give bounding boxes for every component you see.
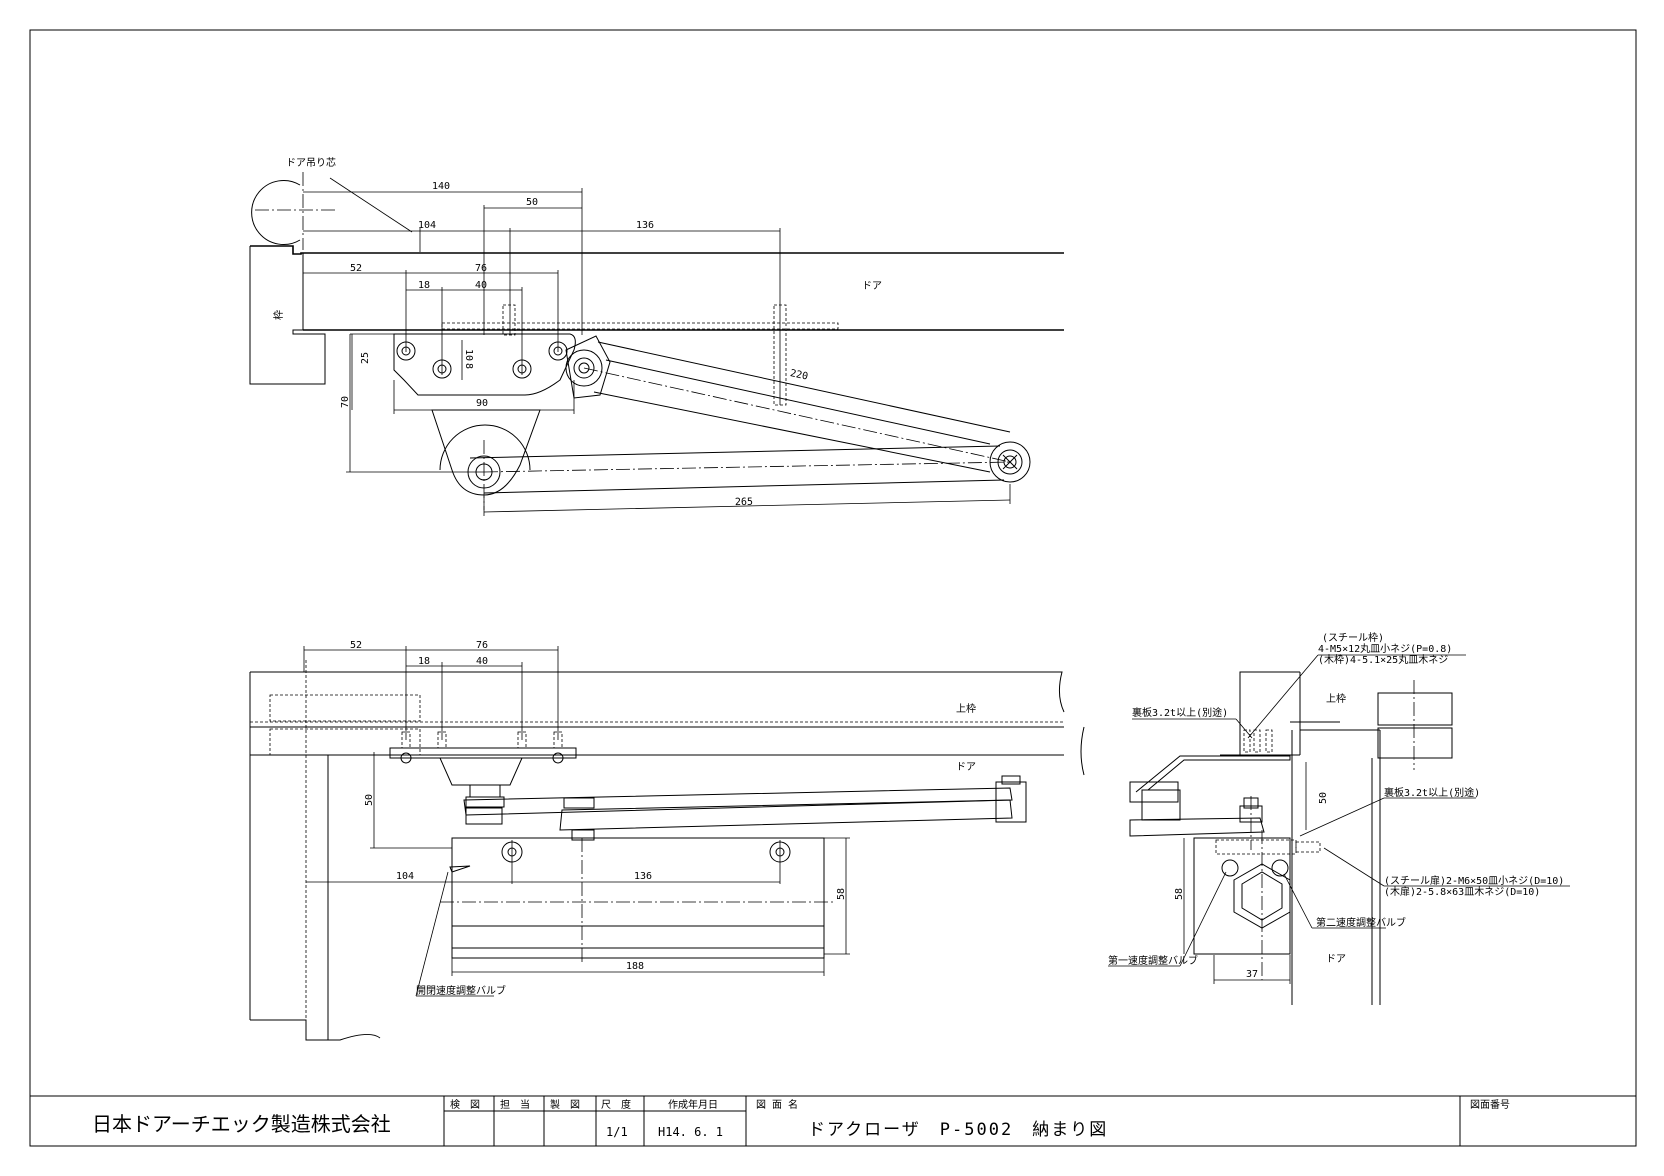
dim-220: 220 [789,368,809,383]
header-date: 作成年月日 [668,1098,718,1111]
front-dim-136: 136 [634,871,652,882]
side-door-label: ドア [1326,954,1346,965]
front-valve-label: 開閉速度調整バルブ [416,984,506,997]
door-label: ドア [862,281,882,292]
side-dim-58: 58 [1174,888,1185,900]
fore-arm [469,445,1001,459]
dim-265: 265 [735,497,753,508]
note-back-plate-2: 裏板3.2t以上(別途) [1384,786,1480,799]
valve-2-label: 第二速度調整バルブ [1316,916,1406,929]
dim-8: 8 [463,363,474,369]
front-dim-104: 104 [396,871,414,882]
top-view: ドア吊り芯 枠 ドア 140 50 104 136 52 76 18 40 [249,156,1064,516]
front-main-arm [463,787,1013,816]
title-block: 日本ドアーチエック製造株式会社 検 図 担 当 製 図 尺 度 作成年月日 図 … [30,1095,1636,1146]
closer-body-front [451,837,825,959]
header-drawing-no: 図面番号 [1470,1099,1510,1111]
frame-outline [249,246,326,385]
dim-140: 140 [432,181,450,192]
door-pivot-label: ドア吊り芯 [286,156,336,169]
front-dim-52: 52 [350,640,362,651]
front-dim-76: 76 [476,640,488,651]
dim-52: 52 [350,263,362,274]
main-arm [597,341,1011,433]
front-fore-arm [559,799,1013,831]
note-back-plate-1: 裏板3.2t以上(別途) [1132,706,1228,719]
header-draw: 製 図 [550,1098,580,1111]
front-view: 上枠 ドア 52 76 18 40 50 [249,640,1085,1041]
closer-body-top [431,409,541,496]
front-bracket [389,747,577,759]
door-pivot-arc [251,180,301,245]
bracket-plate [393,333,576,396]
company-name: 日本ドアーチエック製造株式会社 [92,1112,391,1136]
dim-104: 104 [418,220,436,231]
dim-25: 25 [360,352,371,364]
valve-1-label: 第一速度調整バルブ [1108,954,1198,967]
note-frame-3: (木枠)4-5.1×25丸皿木ネジ [1318,653,1448,666]
side-dim-37: 37 [1246,969,1258,980]
dim-10: 10 [463,349,474,361]
header-check: 検 図 [450,1098,480,1111]
frame-top-edge [250,245,1064,255]
note-door-2: (木扉)2-5.8×63皿木ネジ(D=10) [1384,885,1540,898]
front-dim-50: 50 [364,794,375,806]
header-charge: 担 当 [500,1098,530,1111]
dim-136: 136 [636,220,654,231]
header-scale: 尺 度 [601,1098,631,1111]
dim-40: 40 [475,280,487,291]
scale-value: 1/1 [606,1125,628,1139]
dim-70: 70 [340,396,351,408]
frame-label: 枠 [272,310,285,320]
side-top-frame-label: 上枠 [1326,692,1346,705]
note-door-1: (スチール扉)2-M6×50皿小ネジ(D=10) [1384,874,1564,887]
side-dim-50: 50 [1318,792,1329,804]
dim-50: 50 [526,197,538,208]
dim-76: 76 [475,263,487,274]
front-dim-188: 188 [626,961,644,972]
dim-18: 18 [418,280,430,291]
header-drawing-name: 図 面 名 [756,1098,798,1111]
date-value: H14. 6. 1 [658,1125,723,1139]
front-top-frame-label: 上枠 [956,702,976,715]
sheet-border [29,29,1637,1147]
note-frame-2: 4-M5×12丸皿小ネジ(P=0.8) [1318,642,1452,655]
front-door-label: ドア [956,762,976,773]
drawing-name-value: ドアクローザ P-5002 納まり図 [808,1120,1108,1140]
side-view: 上枠 ドア 58 37 50 (スチール枠) [1108,631,1570,1005]
front-dim-58: 58 [836,888,847,900]
front-dim-18: 18 [418,656,430,667]
dim-90: 90 [476,398,488,409]
front-dim-40: 40 [476,656,488,667]
note-frame-1: (スチール枠) [1322,631,1384,644]
